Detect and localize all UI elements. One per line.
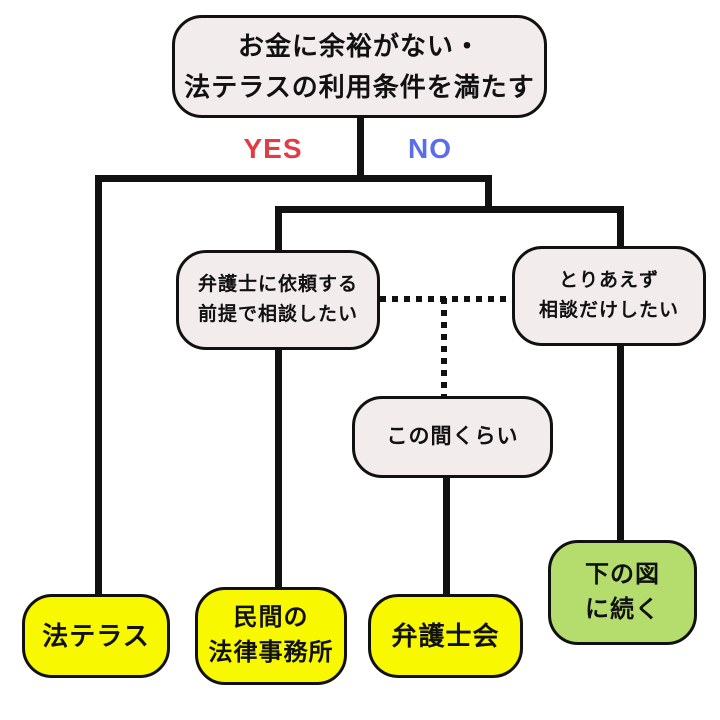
leaf-bar-association-label: 弁護士会: [391, 620, 500, 651]
connector-no-split: [276, 206, 624, 213]
node-in-between: この間くらい: [352, 396, 553, 478]
node-in-between-label: この間くらい: [386, 425, 519, 449]
dotted-connector-vertical: [441, 298, 447, 398]
node-root-condition: お金に余裕がない・ 法テラスの利用条件を満たす: [172, 15, 547, 118]
node-request-line1: 弁護士に依頼する: [197, 273, 358, 295]
leaf-private-firm-line2: 法律事務所: [208, 639, 334, 666]
leaf-bar-association: 弁護士会: [368, 594, 523, 678]
node-request-premise: 弁護士に依頼する 前提で相談したい: [176, 250, 380, 350]
leaf-continue-below: 下の図 に続く: [548, 540, 697, 645]
leaf-private-firm: 民間の 法律事務所: [195, 587, 347, 685]
leaf-continue-line2: に続く: [585, 595, 660, 623]
node-root-line1: お金に余裕がない・: [237, 31, 481, 62]
connector-yes-no-split: [95, 175, 492, 182]
connector-root-stem: [357, 117, 364, 178]
connector-consult-to-continue: [617, 344, 624, 543]
branch-label-yes: YES: [243, 133, 303, 164]
leaf-continue-line1: 下の図: [585, 560, 660, 588]
connector-no-branch-stem: [485, 175, 492, 212]
connector-request-to-private-firm: [275, 348, 282, 590]
connector-to-consult-node: [617, 206, 624, 249]
branch-label-no: NO: [408, 133, 452, 164]
node-consult-only: とりあえず 相談だけしたい: [512, 246, 706, 346]
leaf-private-firm-line1: 民間の: [233, 604, 309, 632]
connector-between-to-bar: [443, 476, 450, 597]
node-consult-line2: 相談だけしたい: [538, 300, 679, 321]
node-consult-line1: とりあえず: [558, 269, 659, 291]
connector-to-request-node: [275, 206, 282, 253]
connector-yes-branch: [95, 175, 102, 597]
node-request-line2: 前提で相談したい: [197, 304, 358, 325]
node-root-line2: 法テラスの利用条件を満たす: [184, 71, 535, 102]
leaf-houterasu-label: 法テラス: [42, 620, 150, 651]
leaf-houterasu: 法テラス: [22, 594, 170, 678]
